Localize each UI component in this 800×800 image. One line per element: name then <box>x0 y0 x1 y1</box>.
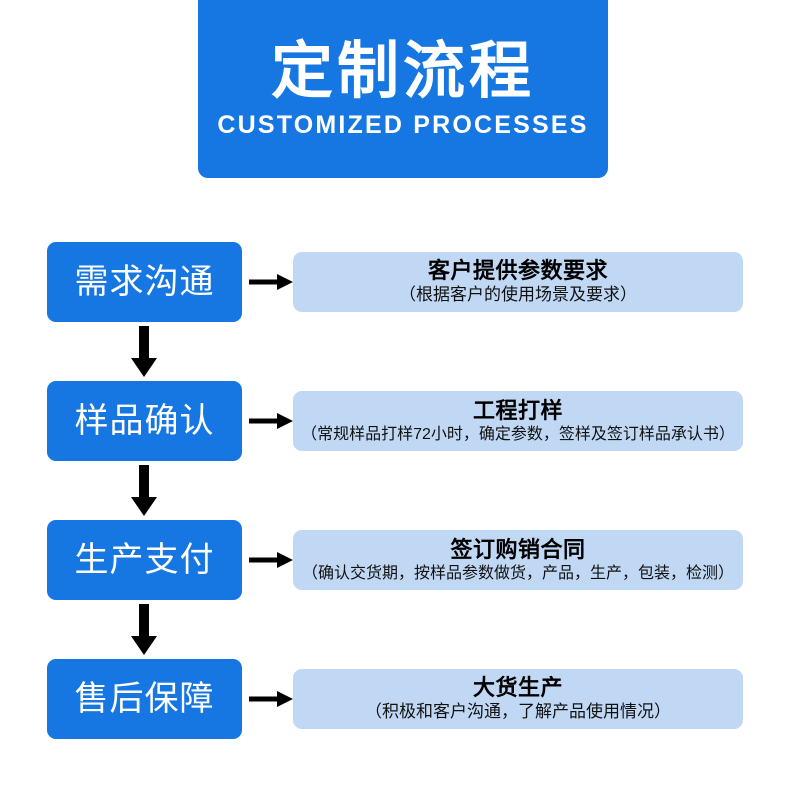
process-row: 需求沟通 客户提供参数要求 （根据客户的使用场景及要求） <box>0 242 800 377</box>
detail-panel-3: 签订购销合同 （确认交货期，按样品参数做货，产品，生产，包装，检测） <box>293 530 743 590</box>
detail-title-3: 签订购销合同 <box>450 536 586 562</box>
detail-subtitle-1: （根据客户的使用场景及要求） <box>399 285 637 305</box>
step-box-1[interactable]: 需求沟通 <box>47 242 242 322</box>
detail-title-2: 工程打样 <box>472 397 563 423</box>
detail-title-1: 客户提供参数要求 <box>427 258 608 284</box>
detail-subtitle-2: （常规样品打样72小时，确定参数，签样及签订样品承认书） <box>301 426 735 444</box>
step-box-4[interactable]: 售后保障 <box>47 659 242 739</box>
process-row: 生产支付 签订购销合同 （确认交货期，按样品参数做货，产品，生产，包装，检测） <box>0 520 800 655</box>
detail-subtitle-3: （确认交货期，按样品参数做货，产品，生产，包装，检测） <box>301 565 734 583</box>
arrow-right-icon <box>249 690 293 708</box>
arrow-down-icon <box>127 326 161 378</box>
arrow-right-icon <box>249 273 293 291</box>
detail-title-4: 大货生产 <box>472 675 563 701</box>
step-label-4: 售后保障 <box>74 680 215 718</box>
arrow-down-icon <box>127 604 161 656</box>
banner-title-chinese: 定制流程 <box>270 36 535 106</box>
arrow-down-icon <box>127 465 161 517</box>
arrow-right-icon <box>249 412 293 430</box>
detail-panel-2: 工程打样 （常规样品打样72小时，确定参数，签样及签订样品承认书） <box>293 391 743 451</box>
step-label-2: 样品确认 <box>74 402 215 440</box>
step-box-2[interactable]: 样品确认 <box>47 381 242 461</box>
process-row: 售后保障 大货生产 （积极和客户沟通，了解产品使用情况） <box>0 659 800 739</box>
process-row: 样品确认 工程打样 （常规样品打样72小时，确定参数，签样及签订样品承认书） <box>0 381 800 516</box>
detail-panel-1: 客户提供参数要求 （根据客户的使用场景及要求） <box>293 252 743 312</box>
header-banner: 定制流程 CUSTOMIZED PROCESSES <box>198 0 608 178</box>
detail-panel-4: 大货生产 （积极和客户沟通，了解产品使用情况） <box>293 669 743 729</box>
detail-subtitle-4: （积极和客户沟通，了解产品使用情况） <box>365 702 671 722</box>
process-flow: 需求沟通 客户提供参数要求 （根据客户的使用场景及要求） <box>0 242 800 739</box>
step-label-1: 需求沟通 <box>74 263 215 301</box>
banner-title-english: CUSTOMIZED PROCESSES <box>217 110 589 139</box>
arrow-right-icon <box>249 551 293 569</box>
step-label-3: 生产支付 <box>74 541 215 579</box>
step-box-3[interactable]: 生产支付 <box>47 520 242 600</box>
